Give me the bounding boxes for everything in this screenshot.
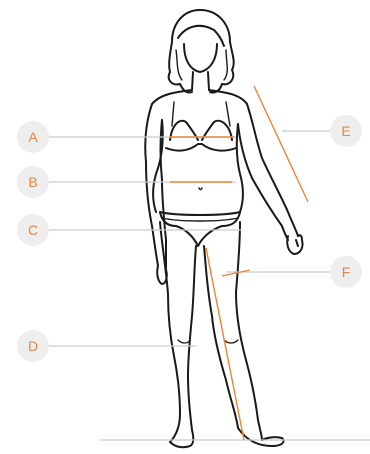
marker-label-d: D [28, 338, 38, 354]
right-leg-outer [236, 222, 262, 440]
marker-a: A [17, 121, 49, 153]
marker-d: D [17, 330, 49, 362]
right-knee [224, 340, 238, 343]
left-leg-inner [188, 246, 196, 430]
hair-fringe [178, 26, 224, 46]
marker-label-e: E [341, 123, 350, 139]
hair-strands [176, 50, 227, 80]
marker-label-c: C [28, 222, 38, 238]
marker-label-b: B [28, 174, 37, 190]
marker-label-a: A [28, 129, 38, 145]
underwear-band [162, 218, 238, 221]
left-arm-outer [145, 104, 158, 266]
face-outline [184, 44, 217, 72]
underwear-top [160, 212, 240, 215]
guide-lines [49, 131, 370, 440]
marker-e: E [330, 115, 362, 147]
measure-line-arm-length [254, 86, 308, 202]
neck-outline [192, 72, 209, 90]
measure-line-inseam [206, 248, 244, 440]
female-figure-outline-icon [145, 10, 302, 447]
marker-f: F [330, 256, 362, 288]
right-hand [287, 235, 302, 254]
navel [199, 188, 202, 190]
right-arm-outer [247, 104, 298, 236]
left-leg-outer [160, 222, 180, 442]
marker-c: C [17, 214, 49, 246]
marker-label-f: F [342, 264, 351, 280]
left-knee [178, 340, 190, 343]
bra-band [166, 144, 236, 151]
measure-line-thigh [222, 270, 250, 276]
markers: A B C D E F [17, 115, 362, 362]
underwear-body [160, 212, 240, 246]
marker-b: B [17, 166, 49, 198]
